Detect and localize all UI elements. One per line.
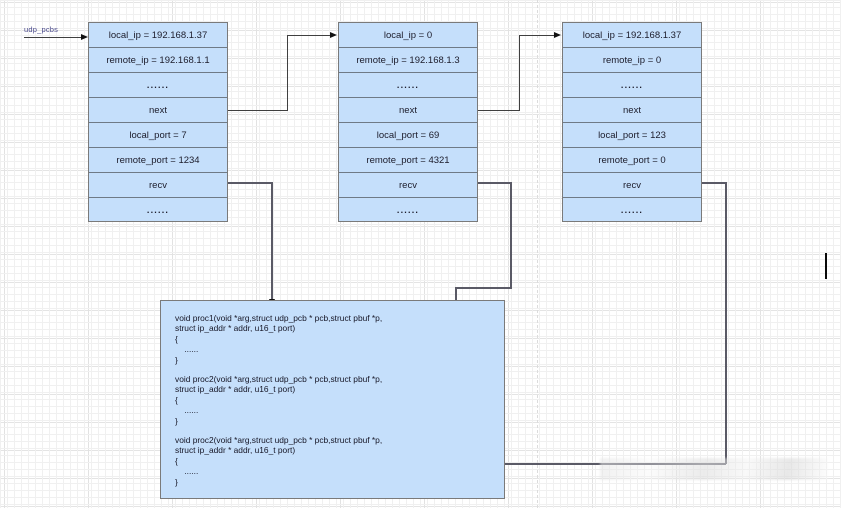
pcb2-row-local-ip: local_ip = 0: [339, 23, 477, 48]
pcb3-row-recv: recv: [563, 173, 701, 198]
pcb3-row-ellipsis-bottom: ......: [620, 205, 644, 215]
text-caret-artifact: [825, 253, 827, 279]
pcb2-row-next: next: [339, 98, 477, 123]
conn-pcb1-next-v: [287, 35, 288, 111]
conn-pcb2-next-arrowhead: [554, 31, 561, 38]
watermark-artifact: [600, 458, 828, 480]
pcb1-row-recv: recv: [89, 173, 227, 198]
conn-pcb2-next-h2: [519, 35, 555, 36]
udp-pcb-block-2[interactable]: local_ip = 0 remote_ip = 192.168.1.3 ...…: [338, 22, 478, 222]
pcb2-row-recv: recv: [339, 173, 477, 198]
conn-pcb2-next-h1: [478, 110, 520, 111]
pcb2-row-ellipsis-bottom: ......: [396, 205, 420, 215]
udp-pcb-block-1[interactable]: local_ip = 192.168.1.37 remote_ip = 192.…: [88, 22, 228, 222]
pcb2-row-ellipsis-top: ......: [339, 73, 477, 98]
conn-pcb2-next-v: [519, 35, 520, 111]
code-func-proc2-a: void proc2(void *arg,struct udp_pcb * pc…: [175, 374, 383, 426]
conn-pcb2-recv-v1: [510, 182, 512, 288]
page-break-guide: [537, 0, 538, 508]
conn-pcb2-recv-h2: [455, 287, 512, 289]
conn-pcb3-recv-h2: [472, 463, 726, 465]
pcb2-row-remote-ip: remote_ip = 192.168.1.3: [339, 48, 477, 73]
pcb2-row-remote-port: remote_port = 4321: [339, 148, 477, 173]
pcb2-row-local-port: local_port = 69: [339, 123, 477, 148]
udp-pcb-block-3[interactable]: local_ip = 192.168.1.37 remote_ip = 0 ..…: [562, 22, 702, 222]
pcb1-row-next: next: [89, 98, 227, 123]
pcb1-row-ellipsis-top: ......: [89, 73, 227, 98]
pcb3-row-ellipsis-top: ......: [563, 73, 701, 98]
pcb1-row-remote-ip: remote_ip = 192.168.1.1: [89, 48, 227, 73]
conn-pcb1-next-arrowhead: [330, 31, 337, 38]
pcb3-row-next: next: [563, 98, 701, 123]
conn-pcb1-next-h2: [287, 35, 331, 36]
pcb1-row-ellipsis-bottom: ......: [146, 205, 170, 215]
pcb3-row-remote-port: remote_port = 0: [563, 148, 701, 173]
conn-pcb1-recv-v: [271, 182, 273, 302]
pcb3-row-remote-ip: remote_ip = 0: [563, 48, 701, 73]
pcb3-row-local-port: local_port = 123: [563, 123, 701, 148]
code-func-proc1: void proc1(void *arg,struct udp_pcb * pc…: [175, 313, 383, 365]
callback-functions-box[interactable]: void proc1(void *arg,struct udp_pcb * pc…: [160, 300, 505, 499]
pcb3-row-local-ip: local_ip = 192.168.1.37: [563, 23, 701, 48]
pcb1-row-local-ip: local_ip = 192.168.1.37: [89, 23, 227, 48]
pcb1-row-local-port: local_port = 7: [89, 123, 227, 148]
conn-pcb1-recv-h: [228, 182, 273, 184]
pcb1-row-remote-port: remote_port = 1234: [89, 148, 227, 173]
conn-pcb3-recv-v: [725, 182, 727, 464]
conn-pcb3-recv-h1: [702, 182, 727, 184]
conn-pcb2-recv-h1: [478, 182, 512, 184]
code-func-proc2-b: void proc2(void *arg,struct udp_pcb * pc…: [175, 435, 383, 487]
head-arrow-line: [24, 37, 82, 38]
head-pointer-label: udp_pcbs: [24, 25, 59, 34]
head-arrow-head: [81, 33, 88, 40]
conn-pcb1-next-h1: [228, 110, 288, 111]
